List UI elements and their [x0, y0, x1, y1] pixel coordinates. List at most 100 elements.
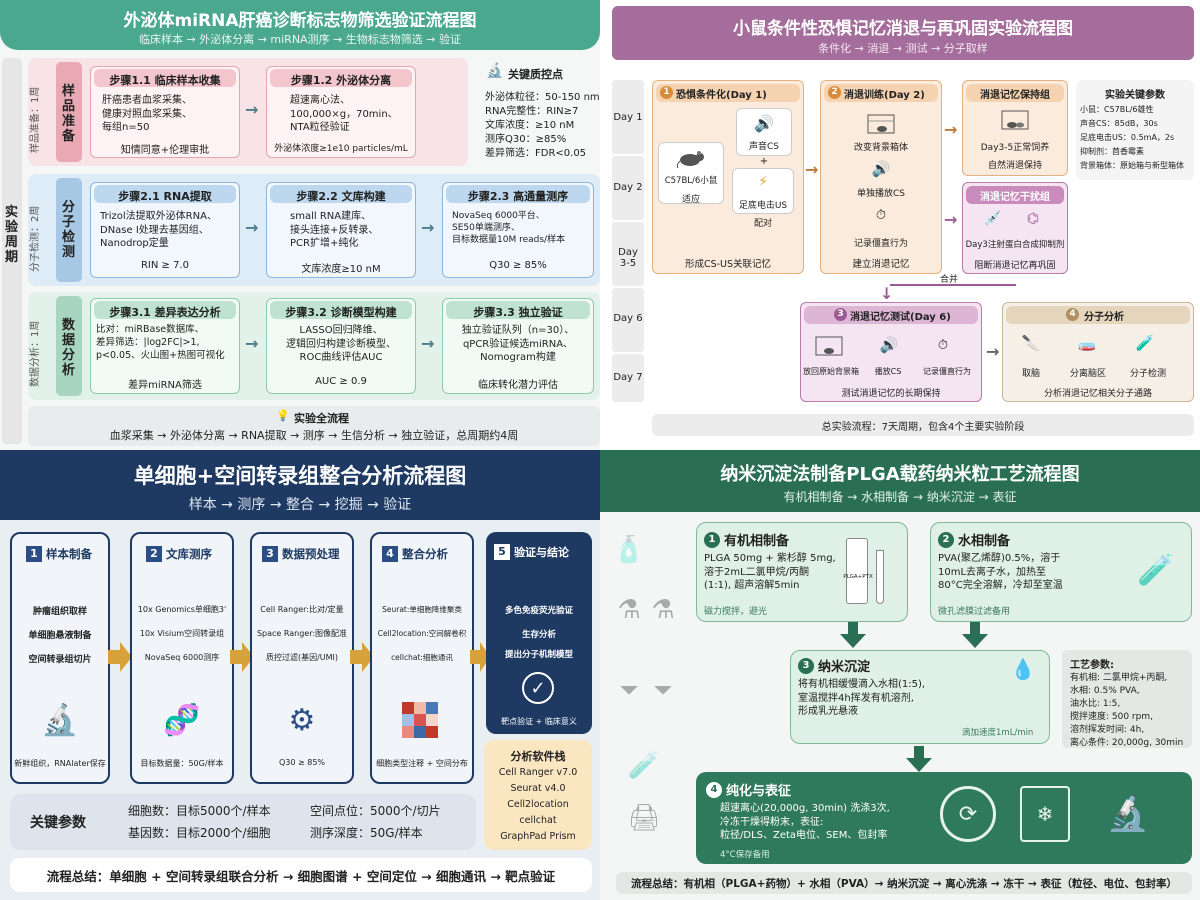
q1-qc-item-3: 文库浓度：≥10 nM [485, 120, 575, 131]
q3-col-2-foot: 目标数据量：50G/样本 [140, 759, 224, 768]
q4-params-box [1062, 650, 1192, 748]
q3-summary: 流程总结：单细胞 + 空间转录组联合分析 → 细胞图谱 + 空间定位 → 细胞通… [46, 869, 556, 884]
q4-step-1-body: PLGA 50mg + 紫杉醇 5mg, 溶于2mL二氯甲烷/丙酮 (1:1),… [704, 553, 836, 591]
q3-col-5-item-3: 提出分子机制模型 [504, 650, 573, 660]
q2-param-5: 背景箱体：原始箱与新型箱体 [1080, 161, 1184, 170]
q4-params-title: 工艺参数: [1070, 660, 1114, 671]
microscope-icon: 🔬 [486, 63, 504, 79]
q1-step-3-2-body: LASSO回归降维、 逻辑回归构建诊断模型、 ROC曲线评估AUC [286, 325, 396, 363]
cage-icon [866, 110, 896, 136]
q3-col-4-item-2: Cell2location:空间解卷积 [377, 629, 467, 638]
q3-title: 单细胞+空间转录组整合分析流程图 [133, 464, 467, 488]
q4-tube [876, 550, 884, 604]
panel-fear-memory: 小鼠条件性恐惧记忆消退与再巩固实验流程图 条件化 → 消退 → 测试 → 分子取… [600, 0, 1200, 450]
q4-step-2-title: 水相制备 [958, 534, 1011, 549]
beaker-icon: 🧪 [1137, 552, 1175, 588]
q3-col-5-title: 验证与结论 [514, 546, 569, 559]
q3-software-5: GraphPad Prism [500, 831, 576, 842]
q3-software-2: Seurat v4.0 [510, 783, 566, 794]
q1-step-3-2-title: 步骤3.2 诊断模型构建 [285, 306, 397, 319]
q4-step-1 [696, 522, 908, 622]
q3-col-3-foot: Q30 ≥ 85% [278, 758, 326, 767]
q1-step-1-2-head [270, 69, 412, 87]
q3-col-2-title: 文库测序 [166, 547, 212, 561]
q3-col-2-item-1: 10x Genomics单细胞3' [137, 605, 227, 614]
dna-icon: 🧬 [163, 702, 201, 738]
q2-mouse-label: C57BL/6小鼠 [664, 176, 718, 186]
q1-step-3-3-head [446, 301, 590, 319]
microscope-icon: 🔬 [41, 702, 79, 738]
q1-step-3-3-title: 步骤3.3 独立验证 [473, 306, 563, 319]
q3-col-4-num: 4 [382, 546, 398, 562]
q2-pair-label: 配对 [753, 219, 772, 229]
q1-qc-item-5: 差异筛选：FDR<0.05 [485, 148, 587, 159]
q1-step-2-1-title: 步骤2.1 RNA提取 [118, 190, 212, 203]
funnel-icon: ⏷ [619, 676, 639, 704]
syringe-icon: 💉 [984, 211, 1002, 227]
q1-arrow-2: → [245, 218, 259, 237]
q1-step-3-2-head [270, 301, 412, 319]
timer-icon: ⏱ [875, 207, 887, 223]
q1-period-bar [2, 58, 22, 444]
q2-stage-2-head [824, 84, 938, 102]
q2-stage-4-item-2: 分离脑区 [1069, 369, 1106, 379]
q2-maintain-foot: 自然消退保持 [987, 161, 1042, 171]
q2-header [612, 6, 1194, 60]
q2-stage-2 [820, 80, 942, 274]
q2-day-5 [612, 354, 644, 402]
arrow-right-icon [108, 642, 132, 672]
q1-step-3-3-foot: 临床转化潜力评估 [478, 380, 558, 391]
q4-summary: 流程总结：有机相（PLGA+药物）+ 水相（PVA）→ 纳米沉淀 → 离心洗涤 … [631, 878, 1177, 890]
q3-col-1-foot: 新鲜组织，RNAlater保存 [14, 759, 106, 768]
q1-step-1-2-title: 步骤1.2 外泌体分离 [290, 74, 392, 87]
q2-day-3 [612, 222, 644, 286]
q1-step-2-3-title: 步骤2.3 高通量测序 [467, 190, 569, 203]
q4-step-1-foot: 磁力搅拌，避光 [704, 607, 768, 617]
funnel-icon: ⏷ [653, 676, 673, 704]
gear-icon: ⚙ [288, 702, 316, 738]
speaker-icon: 🔊 [754, 113, 774, 133]
q2-arrow-2: → [944, 120, 958, 139]
q1-step-3-1-body: 比对：miRBase数据库、 差异筛选：|log2FC|>1, p<0.05、火… [96, 324, 225, 361]
q1-section-label-2 [56, 178, 82, 282]
q1-step-1-1-head [94, 69, 236, 87]
q3-col-1-item-1: 肿瘤组织取样 [32, 607, 87, 617]
q1-time-2: 分子检测：2周 [30, 205, 41, 272]
flask-icon: ⚗ [651, 595, 675, 625]
q2-summary-box [652, 414, 1194, 436]
q4-step-3-title: 纳米沉淀 [818, 660, 871, 675]
q2-stage-4-head [1006, 306, 1190, 324]
q4-step-2 [930, 522, 1192, 622]
q1-summary-text: 血浆采集 → 外泌体分离 → RNA提取 → 测序 → 生信分析 → 独立验证，… [109, 429, 519, 442]
q1-step-2-3-foot: Q30 ≥ 85% [489, 260, 547, 271]
q2-param-4: 抑制剂：茴香霉素 [1080, 147, 1144, 156]
q3-col-2 [130, 532, 234, 784]
q2-stage-2-item-2: 单独播放CS [857, 189, 905, 199]
q3-header [0, 450, 600, 520]
q1-time-3: 数据分析：1周 [30, 320, 41, 387]
flask-icon: ⚗ [617, 595, 641, 625]
q3-col-2-num: 2 [146, 546, 162, 562]
q2-stage-2-item-1: 改变背景箱体 [853, 143, 908, 153]
q4-step-1-num: 1 [704, 532, 720, 548]
q1-step-2-1-body: Trizol法提取外泌体RNA、 DNase I处理去基因组、 Nanodrop… [100, 211, 217, 249]
instrument-icon: 🖨 [627, 803, 661, 833]
q2-day-4 [612, 288, 644, 352]
q2-interfere-head [966, 186, 1064, 204]
q2-arrow-merge: ↓ [880, 284, 894, 303]
q3-software-4: cellchat [519, 815, 557, 826]
speaker-icon: 🔊 [879, 336, 899, 354]
q1-arrow-3: → [421, 218, 435, 237]
q2-day-1 [612, 80, 644, 154]
centrifuge-icon: ⟳ [940, 786, 996, 842]
microscope-icon: 🔬 [1106, 794, 1150, 834]
arrow-down-icon [962, 622, 988, 648]
q1-arrow-1: → [245, 100, 259, 119]
q4-summary-box [616, 872, 1192, 894]
q2-stage-4-item-1: 取脑 [1021, 369, 1040, 379]
arrow-down-icon [840, 622, 866, 648]
dropper-icon: 💧 [1010, 657, 1036, 681]
q1-section-name-1: 样品准备 [62, 84, 76, 144]
q2-arrow-4: → [986, 342, 1000, 361]
q1-arrow-5: → [421, 334, 435, 353]
